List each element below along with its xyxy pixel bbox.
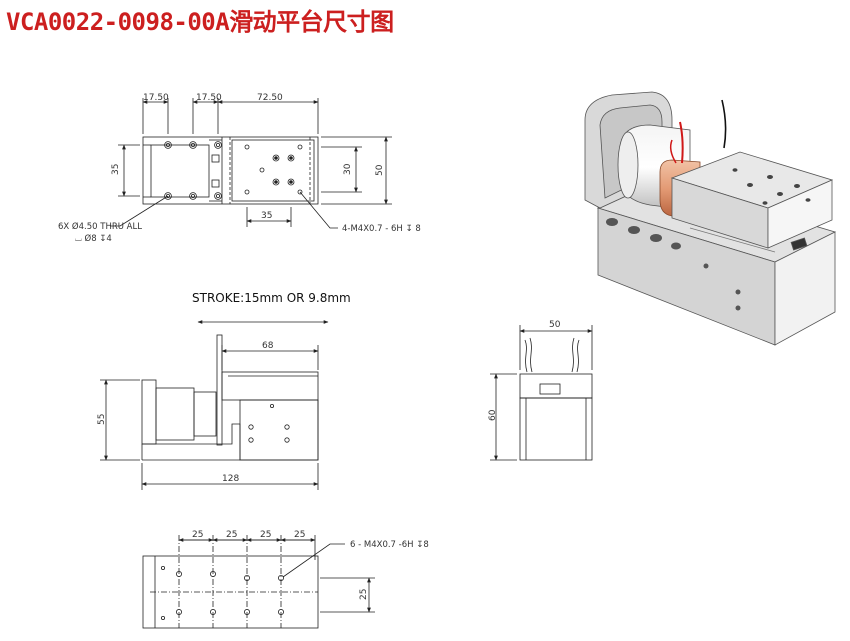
end-view-labels: 50 60 xyxy=(488,320,561,421)
top-view xyxy=(110,98,392,229)
dim-end-width: 50 xyxy=(549,320,561,330)
iso-carriage-holes xyxy=(732,168,811,205)
bottom-view xyxy=(142,535,375,629)
note-bottom-tap: 6 - M4X0.7 -6H ↧8 xyxy=(350,540,429,550)
top-view-labels: 17.50 17.50 72.50 35 30 50 35 6X Ø4.50 T… xyxy=(58,93,421,244)
dim-top-bottom: 35 xyxy=(261,211,272,221)
side-view-holes xyxy=(248,403,290,443)
top-view-motor xyxy=(150,144,210,198)
end-view xyxy=(490,325,593,461)
dim-top-height-mid: 30 xyxy=(343,163,353,175)
side-view xyxy=(100,334,319,490)
dim-side-length: 128 xyxy=(222,474,239,484)
dim-bottom-pitch-4: 25 xyxy=(294,530,305,540)
dim-bottom-pitch-3: 25 xyxy=(260,530,271,540)
dim-top-height-left: 35 xyxy=(111,164,121,175)
top-view-outline xyxy=(142,136,319,205)
bottom-view-holes xyxy=(160,566,284,621)
side-view-labels: 68 55 128 xyxy=(97,341,274,484)
dim-top-height-right: 50 xyxy=(375,164,385,176)
note-top-tap: 4-M4X0.7 - 6H ↧ 8 xyxy=(342,224,421,234)
dim-bottom-side: 25 xyxy=(359,589,369,600)
dim-end-height: 60 xyxy=(488,409,498,421)
dim-side-top: 68 xyxy=(262,341,274,351)
dim-top-c: 72.50 xyxy=(257,93,283,103)
iso-base-holes xyxy=(606,218,741,311)
top-view-thru-holes xyxy=(164,141,222,200)
note-counterbore: ⌴ Ø8 ↧4 xyxy=(75,233,112,244)
stroke-label: STROKE:15mm OR 9.8mm xyxy=(192,291,351,305)
dim-bottom-pitch-2: 25 xyxy=(226,530,237,540)
iso-render xyxy=(584,91,837,346)
dim-top-a: 17.50 xyxy=(143,93,169,103)
bottom-view-labels: 25 25 25 25 25 6 - M4X0.7 -6H ↧8 xyxy=(192,530,429,600)
dim-top-b: 17.50 xyxy=(196,93,222,103)
dim-bottom-pitch-1: 25 xyxy=(192,530,203,540)
page-title: VCA0022-0098-00A滑动平台尺寸图 xyxy=(6,8,394,36)
dim-side-height: 55 xyxy=(97,414,107,425)
note-thru-holes: 6X Ø4.50 THRU ALL xyxy=(58,221,142,232)
top-view-tapped-holes xyxy=(244,144,303,195)
